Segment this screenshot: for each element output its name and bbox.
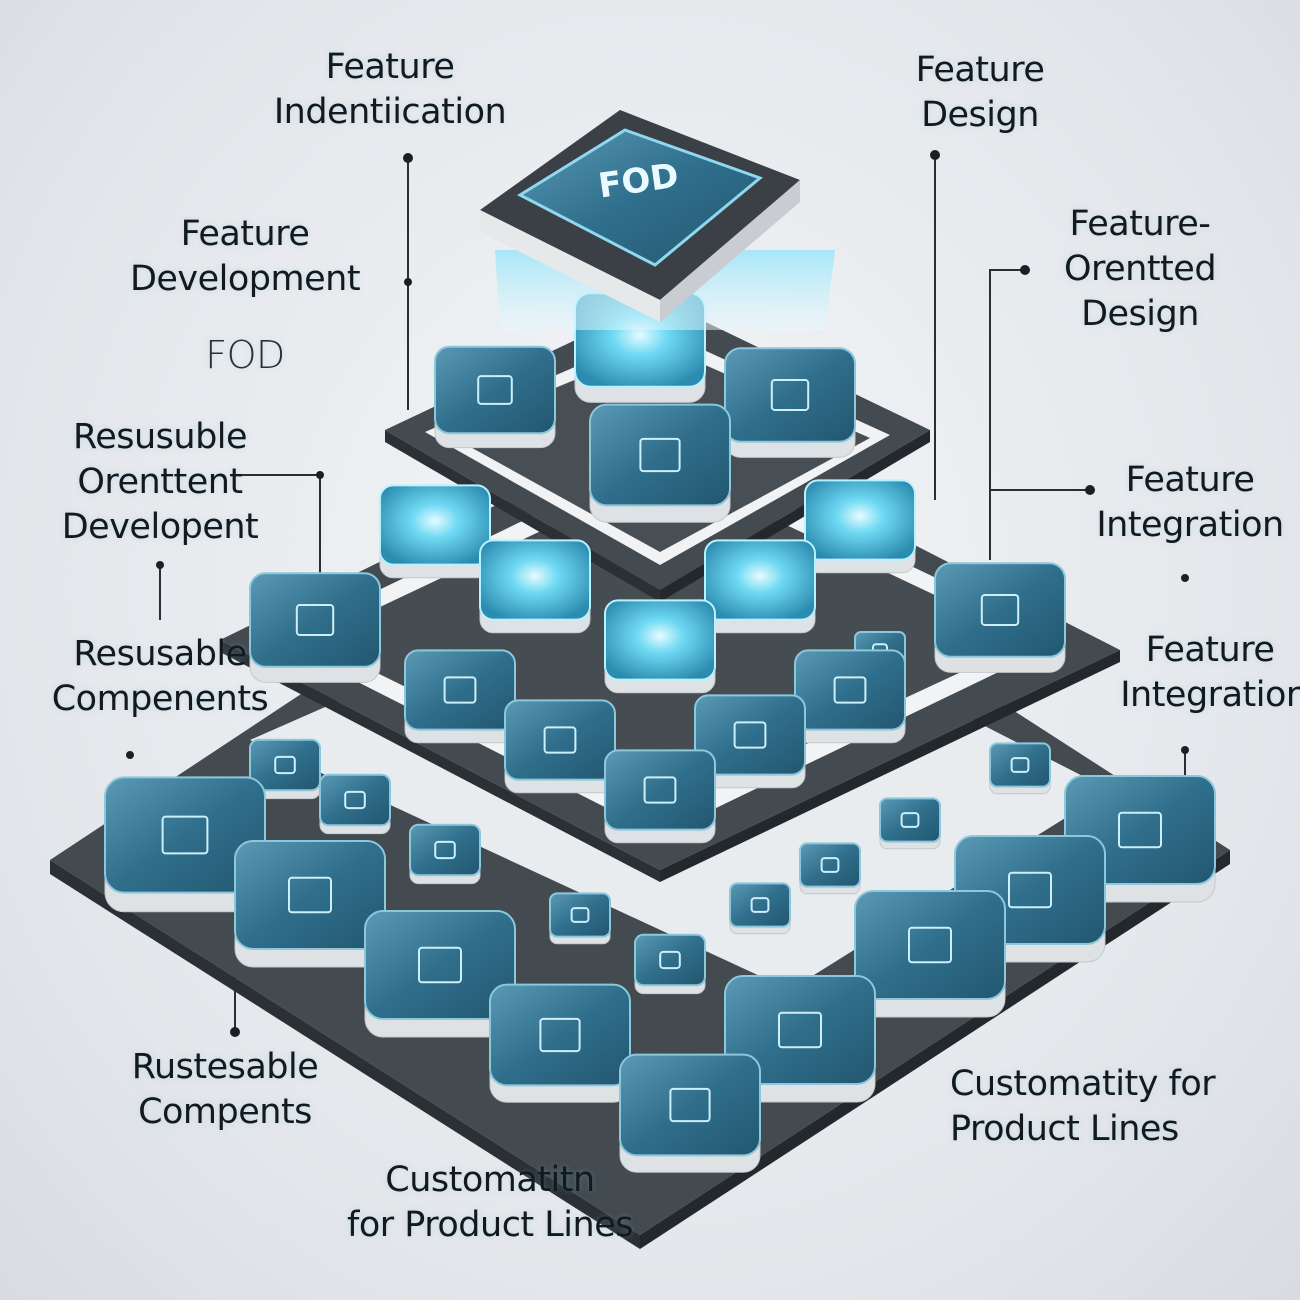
component-tile bbox=[794, 649, 906, 744]
component-glyph-icon bbox=[161, 815, 209, 855]
component-glyph-icon bbox=[1010, 757, 1030, 773]
component-glyph-icon bbox=[344, 790, 366, 810]
component-tile bbox=[104, 776, 266, 913]
component-tile bbox=[989, 742, 1051, 795]
glowing-component-tile bbox=[604, 599, 716, 694]
component-tile bbox=[589, 403, 731, 523]
component-glyph-icon bbox=[434, 840, 456, 860]
component-glyph-icon bbox=[770, 379, 810, 411]
component-glyph-icon bbox=[980, 594, 1020, 626]
component-glyph-icon bbox=[750, 897, 770, 913]
component-glyph-icon bbox=[295, 604, 335, 636]
component-glyph-icon bbox=[669, 1087, 711, 1123]
component-tile bbox=[249, 738, 321, 800]
component-glyph-icon bbox=[833, 676, 867, 704]
glowing-component-tile bbox=[804, 479, 916, 574]
component-tile bbox=[729, 882, 791, 935]
component-glyph-icon bbox=[1118, 811, 1162, 849]
component-tile bbox=[404, 649, 516, 744]
component-glyph-icon bbox=[543, 726, 577, 754]
component-tile bbox=[434, 345, 556, 449]
top-block: FOD bbox=[480, 110, 835, 330]
component-tile bbox=[504, 699, 616, 794]
component-glyph-icon bbox=[570, 907, 590, 923]
component-tile bbox=[619, 1053, 761, 1173]
label-fod: FOD bbox=[205, 333, 285, 377]
component-tile bbox=[724, 347, 856, 458]
component-tile bbox=[249, 572, 381, 683]
component-tile bbox=[319, 773, 391, 835]
component-tile bbox=[694, 694, 806, 789]
component-glyph-icon bbox=[539, 1017, 581, 1053]
component-tile bbox=[549, 892, 611, 945]
component-tile bbox=[634, 933, 706, 995]
component-glyph-icon bbox=[418, 946, 462, 984]
component-tile bbox=[879, 797, 941, 850]
component-glyph-icon bbox=[733, 721, 767, 749]
component-glyph-icon bbox=[443, 676, 477, 704]
component-glyph-icon bbox=[1008, 871, 1052, 909]
component-glyph-icon bbox=[643, 776, 677, 804]
component-glyph-icon bbox=[659, 950, 681, 970]
component-tile bbox=[604, 749, 716, 844]
component-tile bbox=[934, 562, 1066, 673]
component-tile bbox=[364, 910, 516, 1038]
glowing-component-tile bbox=[379, 484, 491, 579]
component-tile bbox=[854, 890, 1006, 1018]
glowing-component-tile bbox=[479, 539, 591, 634]
component-glyph-icon bbox=[900, 812, 920, 828]
component-tile bbox=[489, 983, 631, 1103]
component-glyph-icon bbox=[639, 437, 681, 473]
glowing-component-tile bbox=[704, 539, 816, 634]
leader-dots bbox=[126, 150, 1189, 1037]
component-glyph-icon bbox=[820, 857, 840, 873]
component-glyph-icon bbox=[477, 375, 513, 405]
component-glyph-icon bbox=[908, 926, 952, 964]
component-glyph-icon bbox=[778, 1011, 822, 1049]
component-glyph-icon bbox=[274, 755, 296, 775]
tiles bbox=[104, 292, 1216, 1173]
component-tile bbox=[234, 840, 386, 968]
component-tile bbox=[724, 975, 876, 1103]
component-tile bbox=[409, 823, 481, 885]
component-glyph-icon bbox=[288, 876, 332, 914]
component-tile bbox=[799, 842, 861, 895]
